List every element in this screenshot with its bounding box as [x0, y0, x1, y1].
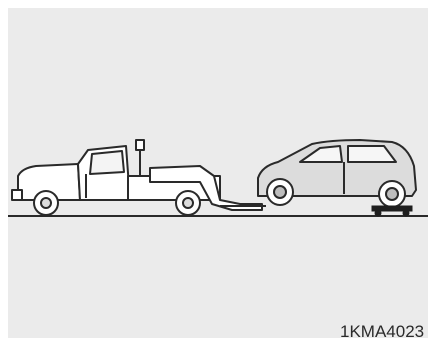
- tow-truck-beacon: [136, 140, 144, 150]
- towed-suv: [258, 140, 416, 207]
- tow-truck-front-wheel: [34, 191, 58, 215]
- suv-front-wheel: [267, 179, 293, 205]
- tow-truck-window: [90, 151, 124, 174]
- tow-truck-bumper: [12, 190, 22, 200]
- figure-code: 1KMA4023: [340, 323, 424, 341]
- tow-truck-rear-wheel: [176, 191, 200, 215]
- wheel-dolly: [372, 206, 412, 216]
- suv-rear-wheel: [379, 181, 405, 207]
- tow-truck: [12, 140, 266, 215]
